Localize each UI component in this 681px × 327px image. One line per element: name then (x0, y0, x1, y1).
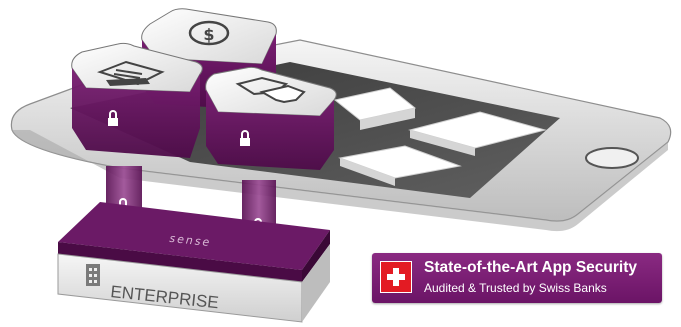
building-icon (86, 264, 100, 286)
lock-icon (108, 110, 118, 126)
document-icon (96, 60, 165, 86)
screen-tile (408, 111, 547, 156)
security-badge: State-of-the-Art App Security Audited & … (372, 253, 662, 303)
lock-icon (240, 130, 250, 146)
screen-tile (333, 87, 417, 130)
screen-tile (338, 145, 462, 186)
document-tile (71, 42, 203, 158)
badge-title: State-of-the-Art App Security (424, 259, 637, 276)
brand-watermark: sense (169, 232, 212, 249)
svg-text:$: $ (203, 25, 214, 44)
enterprise-base: sense ENTERPRISE (57, 202, 330, 323)
badge-subtitle: Audited & Trusted by Swiss Banks (424, 281, 607, 295)
dollar-icon: $ (188, 20, 230, 46)
swiss-flag-icon (380, 261, 412, 293)
chat-tile (205, 66, 337, 170)
home-button (585, 147, 639, 169)
chat-icon (235, 76, 306, 104)
